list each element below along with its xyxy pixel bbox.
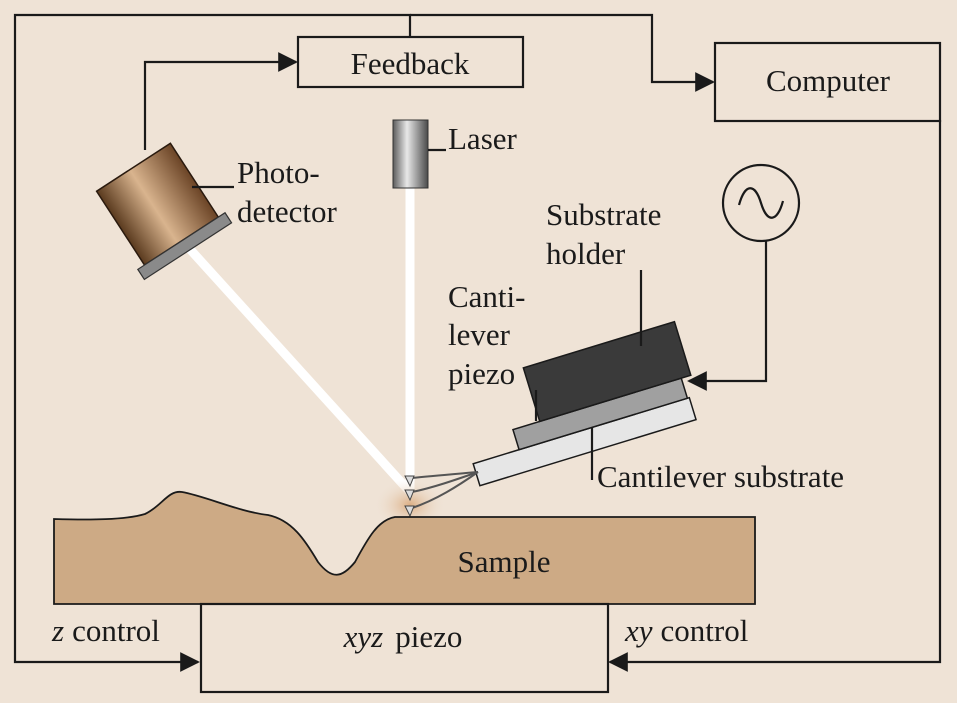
cantilever-piezo-label-line3: piezo [448,356,515,391]
cantilever-tips [404,471,479,518]
sample-block [53,491,756,605]
computer-link-wire [410,13,715,92]
substrate-holder-label-line2: holder [546,236,626,271]
feedback-label: Feedback [351,46,470,81]
cantilever-substrate-label: Cantilever substrate [597,459,844,494]
xyz-piezo-label: xyz piezo [343,619,463,654]
photodetector-icon [95,142,233,281]
photodetector-label-line1: Photo- [237,155,320,190]
xy-control-label-text: control [661,613,749,648]
substrate-holder-label-line1: Substrate [546,197,661,232]
cantilever-assembly [472,320,697,487]
sine-wave-source-icon [721,163,801,243]
signal-to-piezo-wire [687,241,768,391]
z-control-label-text: control [72,613,160,648]
xy-control-label-italic: xy [624,613,653,648]
xyz-piezo-box: xyz piezo [199,602,610,694]
z-control-label-italic: z [51,613,64,648]
photodetector-wire [143,52,298,150]
substrate-holder-block [522,320,692,423]
computer-box: Computer [713,41,942,123]
reflected-laser-beam [174,232,414,496]
computer-label: Computer [766,63,891,98]
laser-icon [392,119,429,189]
xyz-piezo-label-italic: xyz [343,619,384,654]
photodetector-label-line2: detector [237,194,338,229]
outer-loop-wire [13,13,412,672]
cantilever-piezo-label-line1: Canti- [448,279,526,314]
xyz-piezo-label-text: piezo [395,619,462,654]
cantilever-piezo-label-line2: lever [448,317,511,352]
feedback-box: Feedback [296,35,525,89]
laser-label: Laser [448,121,518,156]
xy-control-wire [608,120,942,672]
sample-label: Sample [458,544,551,579]
